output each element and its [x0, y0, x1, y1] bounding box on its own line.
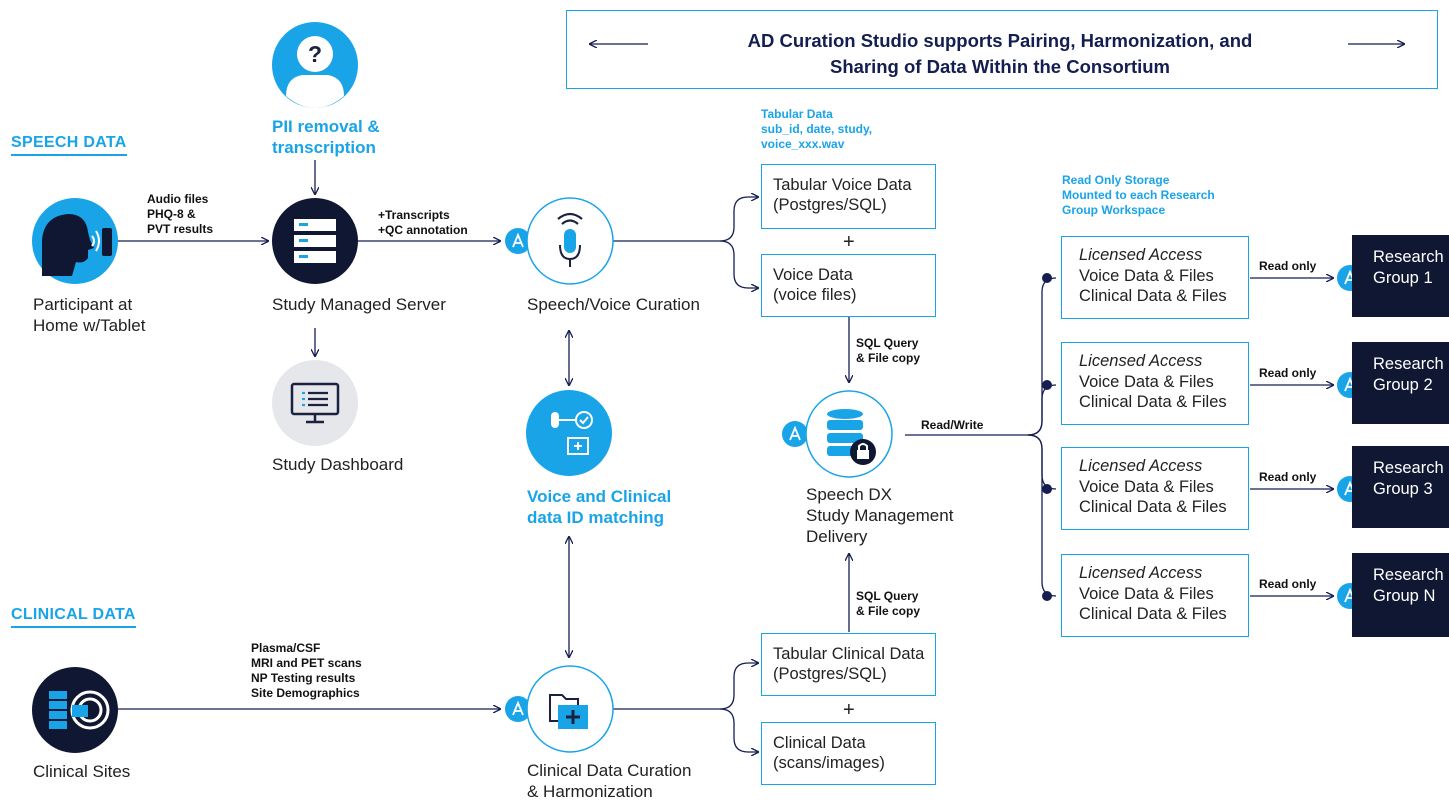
- speech-data-heading: SPEECH DATA: [11, 134, 127, 156]
- speech-curation-label: Speech/Voice Curation: [527, 295, 700, 314]
- clinical-data-heading: CLINICAL DATA: [11, 606, 136, 628]
- read-write-label: Read/Write: [921, 418, 984, 432]
- clinical-curation-label: Clinical Data Curation& Harmonization: [527, 761, 692, 801]
- medical-folder-icon: [526, 665, 614, 758]
- transcripts-label: +Transcripts+QC annotation: [378, 208, 468, 237]
- read-only-label: Read only: [1259, 366, 1317, 380]
- clinical-sites-label: Clinical Sites: [33, 762, 131, 781]
- mic-check-folder-icon: [526, 390, 612, 481]
- banner-box: [566, 10, 1438, 89]
- database-lock-icon: [805, 390, 893, 483]
- tabular-voice-box: Tabular Voice Data (Postgres/SQL): [761, 164, 936, 229]
- curation-logo-icon: [505, 228, 531, 259]
- curation-logo-icon: [505, 696, 531, 727]
- microphone-wireless-icon: [526, 197, 614, 290]
- read-only-label: Read only: [1259, 259, 1317, 273]
- question-person-icon: ?: [272, 22, 358, 113]
- clinical-data-box: Clinical Data (scans/images): [761, 722, 936, 785]
- banner-title: AD Curation Studio supports Pairing, Har…: [747, 30, 1253, 77]
- monitor-list-icon: [272, 360, 358, 451]
- speaking-person-icon: [32, 198, 118, 289]
- svg-text:?: ?: [308, 41, 322, 67]
- tabular-clinical-box: Tabular Clinical Data (Postgres/SQL): [761, 633, 936, 696]
- sql-query-top-label: SQL Query& File copy: [856, 336, 921, 365]
- plus-sign: +: [843, 699, 855, 721]
- server-label: Study Managed Server: [272, 295, 446, 314]
- curation-logo-icon: [782, 421, 808, 452]
- sql-query-bottom-label: SQL Query& File copy: [856, 589, 921, 618]
- read-only-label: Read only: [1259, 470, 1317, 484]
- voice-data-box: Voice Data (voice files): [761, 254, 936, 317]
- dashboard-label: Study Dashboard: [272, 455, 404, 474]
- server-rack-icon: [272, 198, 358, 289]
- read-only-label: Read only: [1259, 577, 1317, 591]
- spine-scanner-icon: [32, 667, 118, 758]
- plus-sign: +: [843, 231, 855, 253]
- pii-label: PII removal &transcription: [272, 117, 380, 157]
